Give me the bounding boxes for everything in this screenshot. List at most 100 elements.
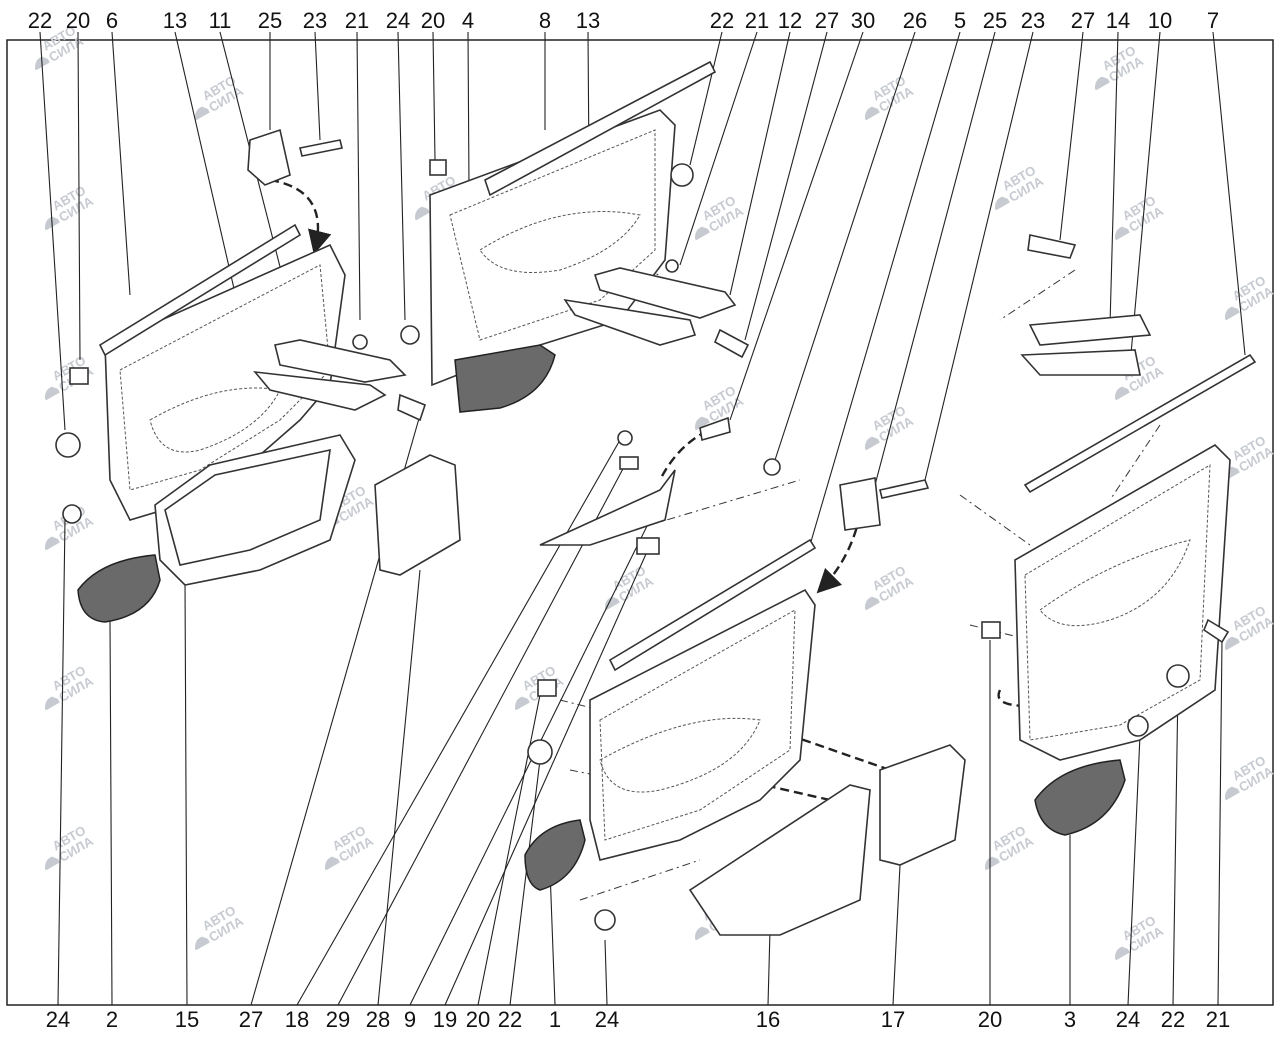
top-label-4: 11 [209, 8, 232, 33]
switch-panel-9 [539, 469, 676, 546]
bottom-label-1: 2 [106, 1007, 118, 1032]
bottom-label-5: 29 [326, 1007, 350, 1032]
watermark-car-icon [864, 436, 880, 451]
watermark-car-icon [694, 926, 710, 941]
screw-21-left [352, 334, 368, 350]
top-label-19: 5 [954, 8, 966, 33]
bottom-label-14: 17 [881, 1007, 905, 1032]
top-label-3: 13 [163, 8, 187, 33]
watermark-car-icon [1224, 786, 1240, 801]
top-label-2: 6 [106, 8, 118, 33]
speaker-grille-1 [524, 819, 586, 891]
clip-20-left [69, 367, 89, 385]
top-label-25: 7 [1207, 8, 1219, 33]
screw-27-left [397, 393, 426, 422]
watermark-car-icon [194, 106, 210, 121]
watermark-car-icon [44, 216, 60, 231]
clip-24-left [62, 504, 82, 524]
tweeter-grille-4 [454, 344, 556, 413]
top-label-24: 10 [1148, 8, 1172, 33]
top-label-1: 20 [66, 8, 90, 33]
watermark-car-icon [994, 196, 1010, 211]
watermark-car-icon [1224, 306, 1240, 321]
top-label-7: 21 [345, 8, 369, 33]
belt-strip-5 [608, 538, 817, 672]
bottom-label-7: 9 [404, 1007, 416, 1032]
watermark-car-icon [44, 856, 60, 871]
screw-18 [617, 430, 633, 446]
belt-strip-7 [1023, 353, 1257, 494]
plug-22-right [1166, 664, 1190, 688]
bottom-label-6: 28 [366, 1007, 390, 1032]
top-label-6: 23 [303, 8, 327, 33]
window-switch-25-left [247, 128, 291, 186]
handle-trim-14 [1028, 314, 1152, 346]
top-label-9: 20 [421, 8, 445, 33]
watermark-car-icon [1094, 76, 1110, 91]
bottom-label-19: 21 [1206, 1007, 1230, 1032]
top-label-17: 30 [851, 8, 875, 33]
handle-trim-13-front [563, 298, 697, 346]
watermark-car-icon [1114, 386, 1130, 401]
watermark-car-icon [1114, 946, 1130, 961]
armrest-pocket-15 [154, 434, 356, 586]
bottom-label-18: 22 [1161, 1007, 1185, 1032]
top-label-18: 26 [903, 8, 927, 33]
bottom-label-9: 20 [466, 1007, 490, 1032]
clip-20-right [981, 621, 1001, 639]
window-switch-25-right [839, 477, 881, 531]
bottom-label-13: 16 [756, 1007, 780, 1032]
bottom-label-17: 24 [1116, 1007, 1140, 1032]
screw-21-right [1203, 618, 1230, 644]
clip-20-center [537, 679, 557, 697]
clip-29 [619, 456, 639, 470]
watermark-car-icon [1224, 636, 1240, 651]
plug-22-left [55, 432, 81, 458]
top-label-13: 22 [710, 8, 734, 33]
bottom-label-0: 24 [46, 1007, 70, 1032]
watermark-car-icon [864, 106, 880, 121]
door-pocket-28 [374, 454, 461, 576]
bottom-label-2: 15 [175, 1007, 199, 1032]
watermark-car-icon [414, 206, 430, 221]
watermark-car-icon [44, 696, 60, 711]
top-label-0: 22 [28, 8, 52, 33]
left-rear-door-trim [104, 243, 346, 521]
watermark-car-icon [864, 596, 880, 611]
drawing-frame [6, 39, 1274, 1006]
screw-26 [763, 458, 781, 476]
watermark-car-icon [44, 536, 60, 551]
top-label-8: 24 [386, 8, 410, 33]
top-label-10: 4 [462, 8, 474, 33]
speaker-grille-3 [1034, 759, 1126, 836]
handle-trim-13-left [253, 370, 387, 411]
screw-23-left [299, 139, 343, 157]
center-door-trim [589, 588, 816, 861]
belt-strip-8 [484, 60, 717, 197]
door-belt-strip-6 [98, 223, 302, 357]
bottom-label-4: 18 [285, 1007, 309, 1032]
screw-27-right [1027, 234, 1077, 259]
top-label-22: 27 [1071, 8, 1095, 33]
top-label-16: 27 [815, 8, 839, 33]
clip-24-right [1127, 715, 1149, 737]
watermark-car-icon [694, 226, 710, 241]
plug-22-center [527, 739, 553, 765]
watermark-car-icon [514, 696, 530, 711]
